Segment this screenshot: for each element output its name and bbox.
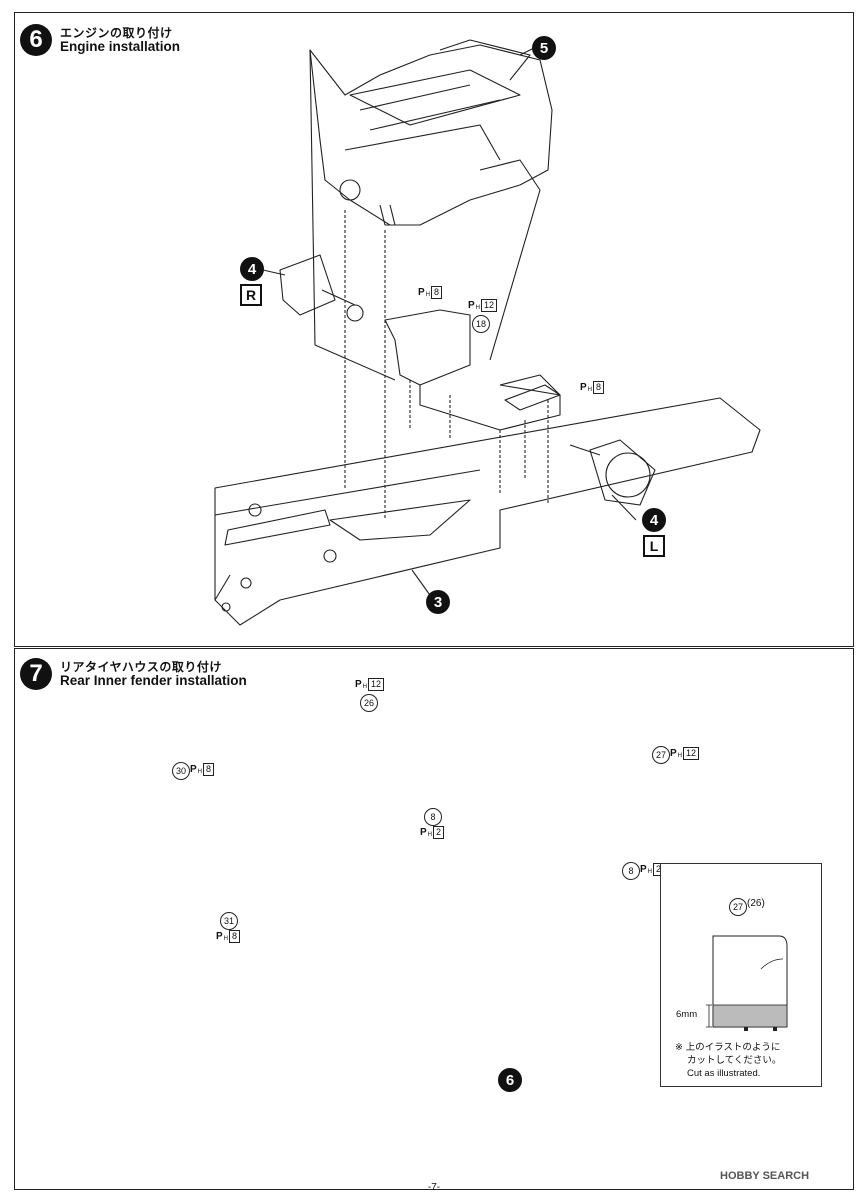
inset-part-26: 26 (750, 898, 762, 909)
note-jp-line2: カットしてください。 (687, 1055, 782, 1066)
side-marker-l: L (643, 535, 665, 557)
part-number-30: 30 (172, 762, 190, 780)
cut-detail-inset: 27 (26) 6mm ※ 上のイラストのように カットしてください。 Cut … (660, 863, 822, 1087)
page-number: -7- (427, 1182, 441, 1193)
callout-4-left: 4 (642, 508, 666, 532)
step6-title-en: Engine installation (60, 39, 181, 54)
cut-diagram (706, 935, 788, 1031)
inset-part-26-wrapper: (26) (747, 898, 765, 909)
callout-6: 6 (498, 1068, 522, 1092)
cut-dimension: 6mm (676, 1009, 698, 1020)
part-number-27: 27 (652, 746, 670, 764)
side-marker-r: R (240, 284, 262, 306)
step7-title-en: Rear Inner fender installation (60, 673, 247, 688)
part-number-18: 18 (472, 315, 490, 333)
callout-3: 3 (426, 590, 450, 614)
part-number-8: 8 (622, 862, 640, 880)
part-number-8: 8 (424, 808, 442, 826)
step7-number: 7 (20, 658, 52, 690)
watermark: HOBBY SEARCH (720, 1170, 810, 1182)
note-en: Cut as illustrated. (687, 1068, 761, 1079)
note-jp-line1: ※ 上のイラストのように (675, 1042, 781, 1053)
callout-4-right: 4 (240, 257, 264, 281)
callout-5: 5 (532, 36, 556, 60)
inset-part-27: 27 (729, 898, 747, 916)
step7-title-jp: リアタイヤハウスの取り付け (60, 660, 222, 674)
part-number-26: 26 (360, 694, 378, 712)
part-number-31: 31 (220, 912, 238, 930)
step6-number: 6 (20, 24, 52, 56)
step6-title-jp: エンジンの取り付け (60, 26, 173, 40)
step6-panel (14, 12, 854, 647)
